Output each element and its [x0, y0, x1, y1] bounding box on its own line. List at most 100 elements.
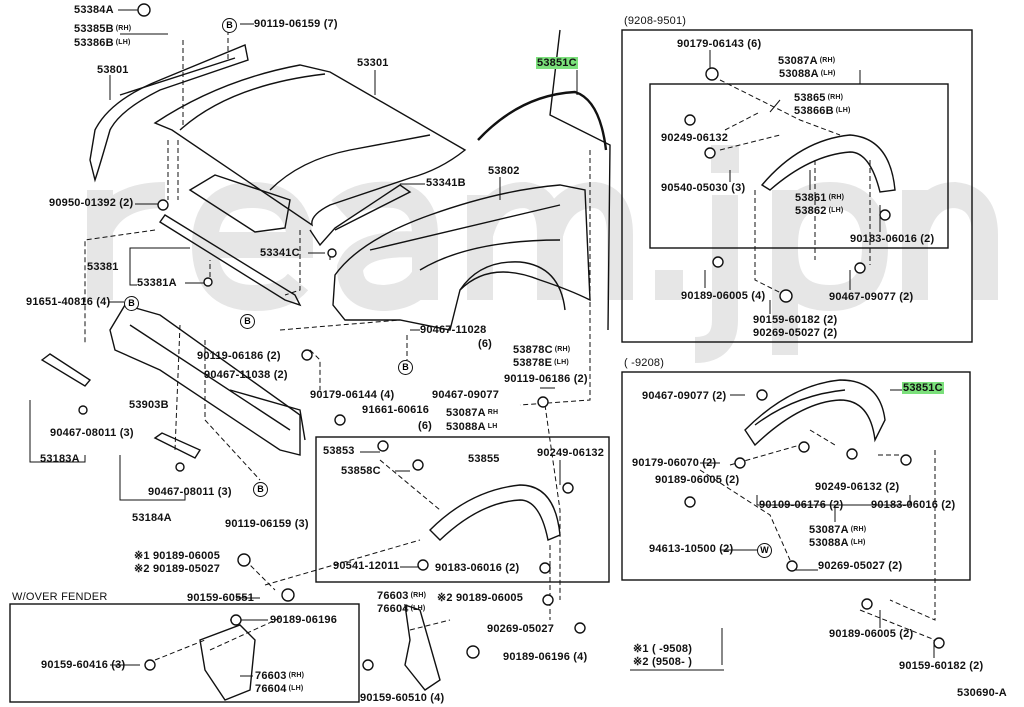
part-number: 90189-06196 (4) [503, 651, 588, 663]
part-label: 90159-60182 (2) [753, 314, 837, 326]
part-number: 90183-06016 (2) [850, 233, 935, 245]
side-indicator: (RH) [827, 94, 844, 101]
part-number: 53386B [74, 37, 114, 49]
part-number: 90249-06132 [537, 447, 605, 459]
part-label: (6) [418, 420, 432, 432]
callout-circle: B [124, 296, 139, 311]
callout-circle: B [253, 482, 268, 497]
part-label: 53851C [902, 382, 944, 394]
fastener [779, 289, 793, 303]
part-label: 90467-08011 (3) [50, 427, 134, 439]
part-label: 90540-05030 (3) [661, 182, 745, 194]
part-number: 53301 [357, 57, 389, 69]
part-label: 90159-60182 (2) [899, 660, 983, 672]
part-label: 53851C [536, 57, 578, 69]
callout-circle: B [398, 360, 413, 375]
part-number: 90179-06070 (2) [632, 457, 717, 469]
part-label: 90179-06143 (6) [677, 38, 761, 50]
side-indicator: (LH) [554, 359, 569, 366]
part-label: 90467-11038 (2) [204, 369, 288, 381]
fastener [933, 637, 945, 649]
fastener [175, 462, 185, 472]
fastener [684, 114, 696, 126]
fastener [362, 659, 374, 671]
part-number: 90249-06132 (2) [815, 481, 900, 493]
part-number: 53184A [132, 512, 172, 524]
part-number: 53851C [903, 382, 943, 394]
part-number: 90467-08011 (3) [50, 427, 134, 439]
part-number: 53866B [794, 105, 834, 117]
part-number: ( -9208) [624, 357, 665, 369]
fastener [537, 396, 549, 408]
part-label: ※2 90189-06005 [437, 592, 523, 604]
fastener [230, 614, 242, 626]
fastener [412, 459, 424, 471]
part-number: 90119-06159 (7) [254, 18, 338, 30]
part-label: 90189-06196 (4) [503, 651, 587, 663]
part-number: 90189-06005 (4) [681, 290, 766, 302]
side-indicator: (LH) [850, 539, 866, 546]
part-number: 53088A [779, 68, 819, 80]
part-label: (6) [478, 338, 492, 350]
part-number: 53385B [74, 23, 114, 35]
seal-strip-53381 [158, 214, 302, 307]
part-number: 53087A [446, 407, 486, 419]
part-number: 90119-06186 (2) [504, 373, 588, 385]
part-number: 90467-08011 (3) [148, 486, 232, 498]
part-number: 53381A [137, 277, 177, 289]
side-indicator: (RH) [850, 526, 867, 533]
part-number: (6) [478, 338, 493, 350]
fastener [854, 262, 866, 274]
fastener [157, 199, 169, 211]
fastener [712, 256, 724, 268]
part-label: (9208-9501) [624, 15, 686, 27]
part-label: 90179-06070 (2) [632, 457, 716, 469]
part-number: 53878E [513, 357, 553, 369]
part-number: 91651-40816 (4) [26, 296, 111, 308]
fastener [281, 588, 295, 602]
fender-flare-9208-9501 [760, 134, 896, 193]
part-label: 53861(RH) [795, 192, 844, 204]
part-number: 53903B [129, 399, 169, 411]
fastener [78, 405, 88, 415]
side-indicator: (RH) [410, 592, 427, 599]
part-label: 90189-06005 (4) [681, 290, 765, 302]
part-number: 90183-06016 (2) [435, 562, 520, 574]
side-indicator: (LH) [115, 39, 131, 46]
part-label: 90119-06159 (7) [254, 18, 338, 30]
part-label: 76604(LH) [377, 603, 425, 615]
part-number: 90269-05027 (2) [753, 327, 838, 339]
part-label: ※2 90189-05027 [134, 563, 220, 575]
bracket-53183A [40, 353, 92, 387]
part-label: 91661-60616 [362, 404, 429, 416]
part-number: 53851C [537, 57, 577, 69]
part-label: 90183-06016 (2) [871, 499, 955, 511]
side-indicator: LH [487, 423, 498, 430]
part-number: 76603 [255, 670, 287, 682]
fastener [734, 457, 746, 469]
fastener [301, 349, 313, 361]
part-number: 90159-60182 (2) [899, 660, 984, 672]
fastener [705, 67, 719, 81]
part-number: 90467-09077 (2) [642, 390, 727, 402]
part-number: (9208-9501) [624, 15, 687, 27]
part-label: 76604(LH) [255, 683, 303, 695]
part-number: 90159-60510 (4) [360, 692, 445, 704]
part-number: ※2 90189-05027 [134, 563, 221, 575]
part-number: 91661-60616 [362, 404, 430, 416]
part-label: 53088A(LH) [809, 537, 866, 549]
part-label: 90159-60510 (4) [360, 692, 444, 704]
part-label: 90119-06186 (2) [197, 350, 281, 362]
part-number: 90540-05030 (3) [661, 182, 746, 194]
part-number: 53384A [74, 4, 114, 16]
fastener [846, 448, 858, 460]
part-label: 90179-06144 (4) [310, 389, 394, 401]
part-number: 90189-06005 (2) [655, 474, 740, 486]
part-label: 90119-06186 (2) [504, 373, 588, 385]
part-label: 90249-06132 (2) [815, 481, 899, 493]
part-number: 90159-60416 (3) [41, 659, 126, 671]
side-indicator: (RH) [115, 25, 132, 32]
side-indicator: (RH) [828, 194, 845, 201]
part-number: 90249-06132 [661, 132, 729, 144]
fastener [798, 441, 810, 453]
